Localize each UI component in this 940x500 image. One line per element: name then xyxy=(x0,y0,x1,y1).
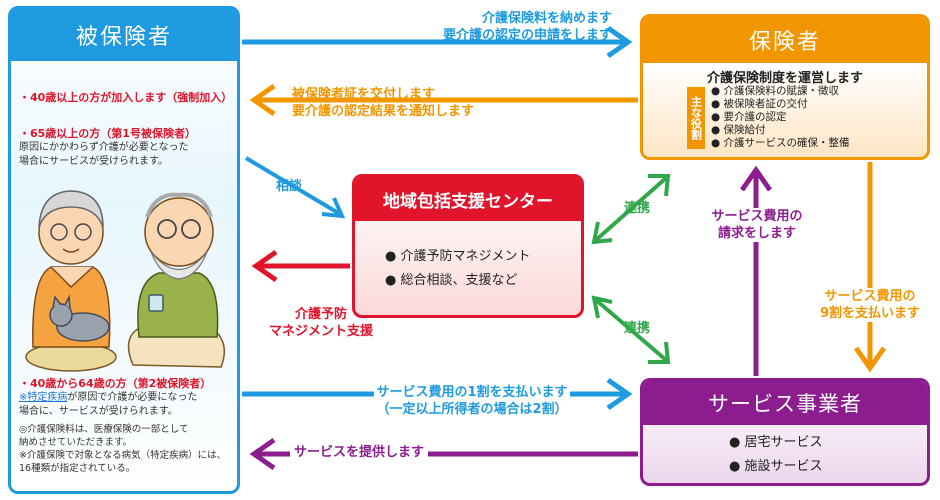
label-pay10-line1: サービス費用の1割を支払います xyxy=(374,384,570,401)
insurer-role-text: 介護サービスの確保・整備 xyxy=(723,137,850,149)
center-item-text: 介護予防マネジメント xyxy=(400,249,531,264)
insured-box: 被保険者 ・40歳以上の方が加入します（強制加入） ・65歳以上の方（第1号被保… xyxy=(8,6,240,494)
label-pay-premium: 介護保険料を納めます 要介護の認定の申請をします xyxy=(392,10,612,44)
label-prevention-line2: マネジメント支援 xyxy=(268,324,373,339)
provider-item-list: ● 居宅サービス ● 施設サービス xyxy=(729,431,823,479)
community-support-center-box: 地域包括支援センター ● 介護予防マネジメント ● 総合相談、支援など xyxy=(352,174,584,318)
label-claim-line2: 請求をします xyxy=(717,226,796,241)
elderly-couple-illustration xyxy=(25,190,226,372)
label-issue-card-line1: 被保険者証を交付します xyxy=(292,87,436,102)
label-pay-10: サービス費用の1割を支払います （一定以上所得者の場合は2割） xyxy=(352,384,592,418)
insurer-body: 介護保険制度を運営します 主な役割 ● 介護保険料の賦課・徴収 ● 被保険者証の… xyxy=(643,63,927,157)
label-consult: 相談 xyxy=(276,179,303,194)
provider-item: ● 居宅サービス xyxy=(729,435,823,450)
insurer-title: 保険者 xyxy=(643,17,927,63)
specific-disease-link[interactable]: ※特定疾病 xyxy=(19,392,68,403)
insured-40-64-desc-line1: が原因で介護が必要になった xyxy=(67,392,198,403)
center-item-list: ● 介護予防マネジメント ● 総合相談、支援など xyxy=(385,245,531,293)
service-provider-box: サービス事業者 ● 居宅サービス ● 施設サービス xyxy=(640,378,930,486)
insurer-role-text: 被保険者証の交付 xyxy=(723,98,808,110)
insured-note1-line2: 納めさせていただきます。 xyxy=(19,437,133,448)
insurer-role-item: ● 保険給付 xyxy=(711,124,766,136)
insured-title: 被保険者 xyxy=(11,9,237,61)
insured-note1-line1: ◎介護保険料は、医療保険の一部として xyxy=(19,424,189,435)
center-title: 地域包括支援センター xyxy=(355,177,581,221)
label-pay-90: サービス費用の 9割を支払います xyxy=(800,288,940,322)
provider-item-text: 施設サービス xyxy=(744,459,823,474)
insurer-role-list: ● 介護保険料の賦課・徴収 ● 被保険者証の交付 ● 要介護の認定 ● 保険給付… xyxy=(711,85,850,150)
provider-title: サービス事業者 xyxy=(643,381,927,425)
label-pay90-line1: サービス費用の xyxy=(824,289,916,304)
insured-note2-line2: 16種類が指定されている。 xyxy=(19,463,136,474)
label-provide-service: サービスを提供します xyxy=(290,444,429,461)
label-issue-card-line2: 要介護の認定結果を通知します xyxy=(292,104,475,119)
insurer-role-tag: 主な役割 xyxy=(687,87,705,149)
label-cooperate-top: 連携 xyxy=(624,201,651,216)
label-claim: サービス費用の 請求をします xyxy=(692,208,822,242)
insurer-role-text: 要介護の認定 xyxy=(723,111,787,123)
insurer-role-item: ● 介護保険料の賦課・徴収 xyxy=(711,85,840,97)
arrow-pay-premium xyxy=(242,25,633,59)
arrow-pay-90 xyxy=(853,162,887,373)
label-prevention-line1: 介護予防 xyxy=(294,307,347,322)
center-item-text: 総合相談、支援など xyxy=(400,273,518,288)
insured-premium-note: ◎介護保険料は、医療保険の一部として 納めさせていただきます。 ※介護保険で対象… xyxy=(19,423,241,475)
arrow-consult xyxy=(244,156,346,219)
insured-over65-desc-line1: 原因にかかわらず介護が必要となった xyxy=(19,142,189,153)
arrow-claim xyxy=(739,165,773,376)
arrow-cooperate-bottom xyxy=(591,295,671,364)
label-cooperate-bottom: 連携 xyxy=(624,321,651,336)
center-item: ● 総合相談、支援など xyxy=(385,273,518,288)
label-claim-line1: サービス費用の xyxy=(711,209,803,224)
arrow-issue-card xyxy=(249,83,638,117)
center-item: ● 介護予防マネジメント xyxy=(385,249,531,264)
insurer-role-item: ● 介護サービスの確保・整備 xyxy=(711,137,850,149)
provider-item-text: 居宅サービス xyxy=(744,435,823,450)
insurer-box: 保険者 介護保険制度を運営します 主な役割 ● 介護保険料の賦課・徴収 ● 被保… xyxy=(640,14,930,160)
insured-40-64-title: ・40歳から64歳の方（第2被保険者） xyxy=(19,377,212,390)
arrow-prevention-support xyxy=(251,249,350,283)
insurer-role-text: 介護保険料の賦課・徴収 xyxy=(723,85,840,97)
label-prevention-support: 介護予防 マネジメント支援 xyxy=(246,306,396,340)
label-pay10-line2: （一定以上所得者の場合は2割） xyxy=(376,402,568,417)
insured-over65-desc: 原因にかかわらず介護が必要となった 場合にサービスが受けられます。 xyxy=(19,141,189,169)
insured-40-64-desc: ※特定疾病が原因で介護が必要になった 場合に、サービスが受けられます。 xyxy=(19,391,239,419)
insurer-role-text: 保険給付 xyxy=(723,124,766,136)
label-pay-premium-line2: 要介護の認定の申請をします xyxy=(442,28,612,43)
insured-over65-title: ・65歳以上の方（第1号被保険者） xyxy=(19,127,196,140)
insurer-subtitle: 介護保険制度を運営します xyxy=(706,71,863,86)
label-pay90-line2: 9割を支払います xyxy=(819,306,921,321)
label-pay-premium-line1: 介護保険料を納めます xyxy=(481,11,612,26)
arrow-cooperate-top xyxy=(591,174,671,245)
insured-over40: ・40歳以上の方が加入します（強制加入） xyxy=(19,91,233,104)
insured-over65-desc-line2: 場合にサービスが受けられます。 xyxy=(19,156,168,167)
insurer-role-item: ● 要介護の認定 xyxy=(711,111,787,123)
provider-item: ● 施設サービス xyxy=(729,459,823,474)
label-issue-card: 被保険者証を交付します 要介護の認定結果を通知します xyxy=(292,86,532,120)
insured-note2-line1: ※介護保険で対象となる病気（特定疾病）には、 xyxy=(19,450,227,461)
insured-40-64-desc-line2: 場合に、サービスが受けられます。 xyxy=(19,406,178,417)
insurer-role-item: ● 被保険者証の交付 xyxy=(711,98,808,110)
